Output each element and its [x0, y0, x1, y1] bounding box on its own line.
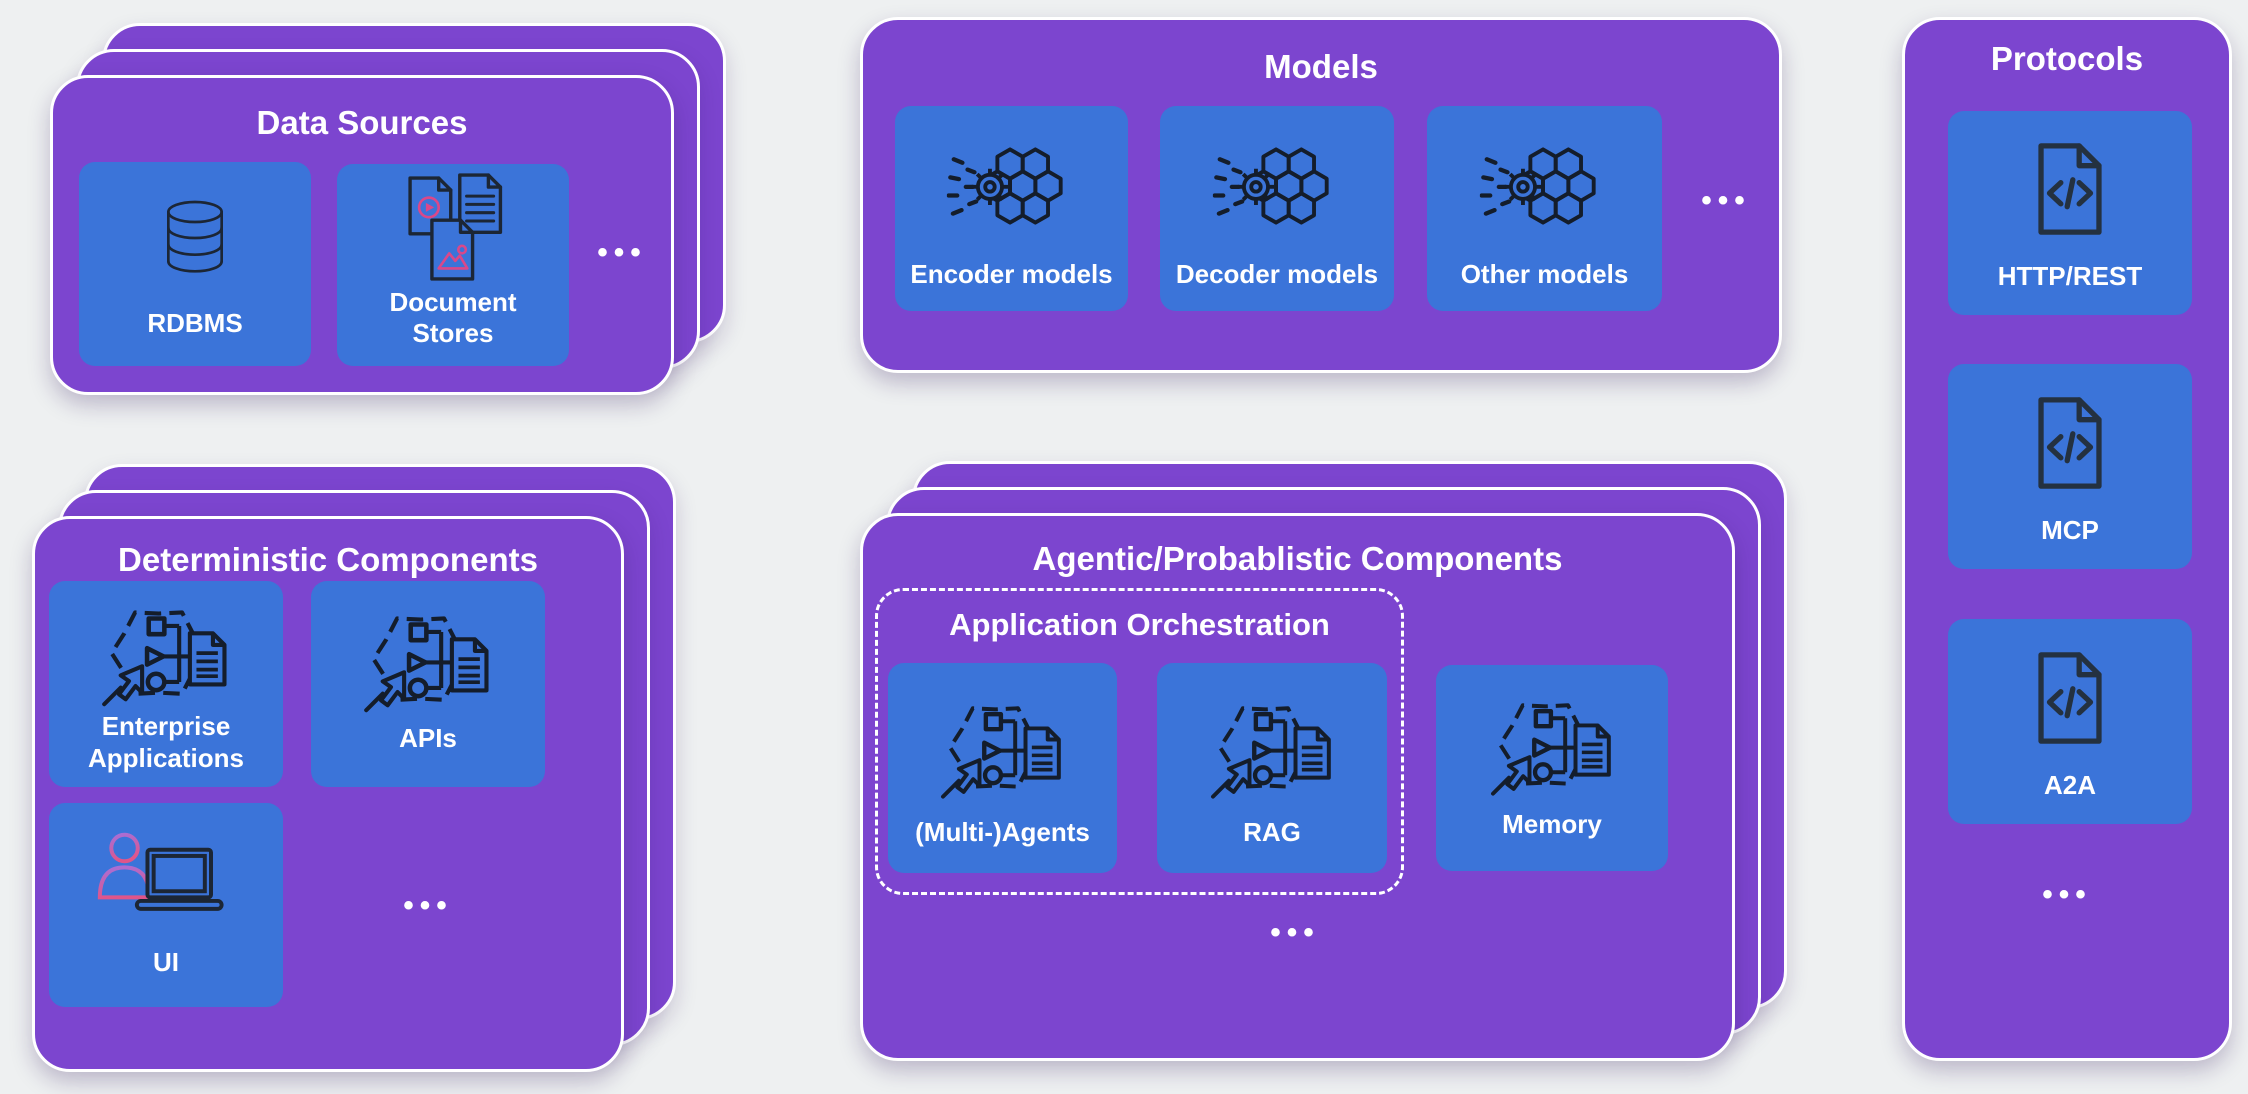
tile-label-encoder-models: Encoder models [910, 259, 1113, 290]
tile-label-apis: APIs [399, 723, 457, 754]
tile-label-decoder-models: Decoder models [1175, 259, 1379, 290]
workflow-document-icon [311, 581, 545, 723]
tile-mcp: MCP [1948, 364, 2192, 569]
tile-label-http-rest: HTTP/REST [1997, 261, 2143, 292]
code-file-icon [1948, 111, 2192, 261]
code-file-icon [1948, 364, 2192, 515]
group-agentic-components: Agentic/Probablistic Components Applicat… [860, 461, 1787, 1061]
more-indicator: ••• [1701, 184, 1751, 217]
ai-model-icon [895, 106, 1128, 259]
tile-label-mcp: MCP [2041, 515, 2099, 546]
tile-label-rdbms: RDBMS [147, 308, 243, 339]
tile-memory: Memory [1436, 665, 1668, 871]
tile-label-rag: RAG [1243, 817, 1301, 848]
tile-label-other-models: Other models [1460, 259, 1629, 290]
deterministic-components-card: Deterministic Components Enterprise Appl… [32, 516, 624, 1072]
data-sources-card: Data Sources RDBMS Document Stores ••• [50, 75, 674, 395]
workflow-document-icon [1157, 663, 1387, 817]
group-deterministic-components: Deterministic Components Enterprise Appl… [32, 464, 676, 1072]
ai-model-icon [1427, 106, 1662, 259]
workflow-document-icon [1436, 665, 1668, 809]
code-file-icon [1948, 619, 2192, 770]
group-title-agentic: Agentic/Probablistic Components [1032, 540, 1563, 577]
group-title-data-sources: Data Sources [256, 104, 468, 141]
user-laptop-icon [49, 803, 283, 947]
ai-model-icon [1160, 106, 1394, 259]
more-indicator: ••• [1270, 916, 1320, 949]
group-title-deterministic: Deterministic Components [118, 541, 538, 578]
tile-apis: APIs [311, 581, 545, 787]
database-icon [79, 162, 311, 308]
more-indicator: ••• [597, 236, 647, 269]
group-title-protocols: Protocols [1990, 40, 2144, 77]
more-indicator: ••• [403, 889, 453, 922]
group-models: Models Encoder models Decoder models Oth… [860, 17, 1782, 373]
group-data-sources: Data Sources RDBMS Document Stores ••• [50, 23, 726, 395]
tile-enterprise-applications: Enterprise Applications [49, 581, 283, 787]
orchestration-title: Application Orchestration [949, 607, 1330, 642]
tile-label-memory: Memory [1502, 809, 1602, 840]
group-title-models: Models [1264, 48, 1378, 85]
tile-ui: UI [49, 803, 283, 1007]
document-files-icon [337, 164, 569, 287]
tile-encoder-models: Encoder models [895, 106, 1128, 311]
tile-document-stores: Document Stores [337, 164, 569, 366]
tile-label-a2a: A2A [2043, 770, 2096, 801]
tile-http-rest: HTTP/REST [1948, 111, 2192, 315]
workflow-document-icon [49, 581, 283, 711]
tile-label-enterprise-applications: Enterprise Applications [87, 711, 244, 773]
application-orchestration-box: Application Orchestration (Multi-)Agents… [875, 588, 1404, 895]
tile-label-ui: UI [153, 947, 179, 978]
tile-rag: RAG [1157, 663, 1387, 873]
group-protocols: Protocols HTTP/REST MCP A2A ••• [1902, 17, 2232, 1061]
tile-rdbms: RDBMS [79, 162, 311, 366]
tile-label-document-stores: Document Stores [389, 286, 517, 349]
tile-decoder-models: Decoder models [1160, 106, 1394, 311]
tile-other-models: Other models [1427, 106, 1662, 311]
workflow-document-icon [888, 663, 1117, 817]
tile-multi-agents: (Multi-)Agents [888, 663, 1117, 873]
more-indicator: ••• [2042, 878, 2092, 911]
tile-label-multi-agents: (Multi-)Agents [915, 817, 1090, 848]
agentic-components-card: Agentic/Probablistic Components Applicat… [860, 513, 1735, 1061]
tile-a2a: A2A [1948, 619, 2192, 824]
